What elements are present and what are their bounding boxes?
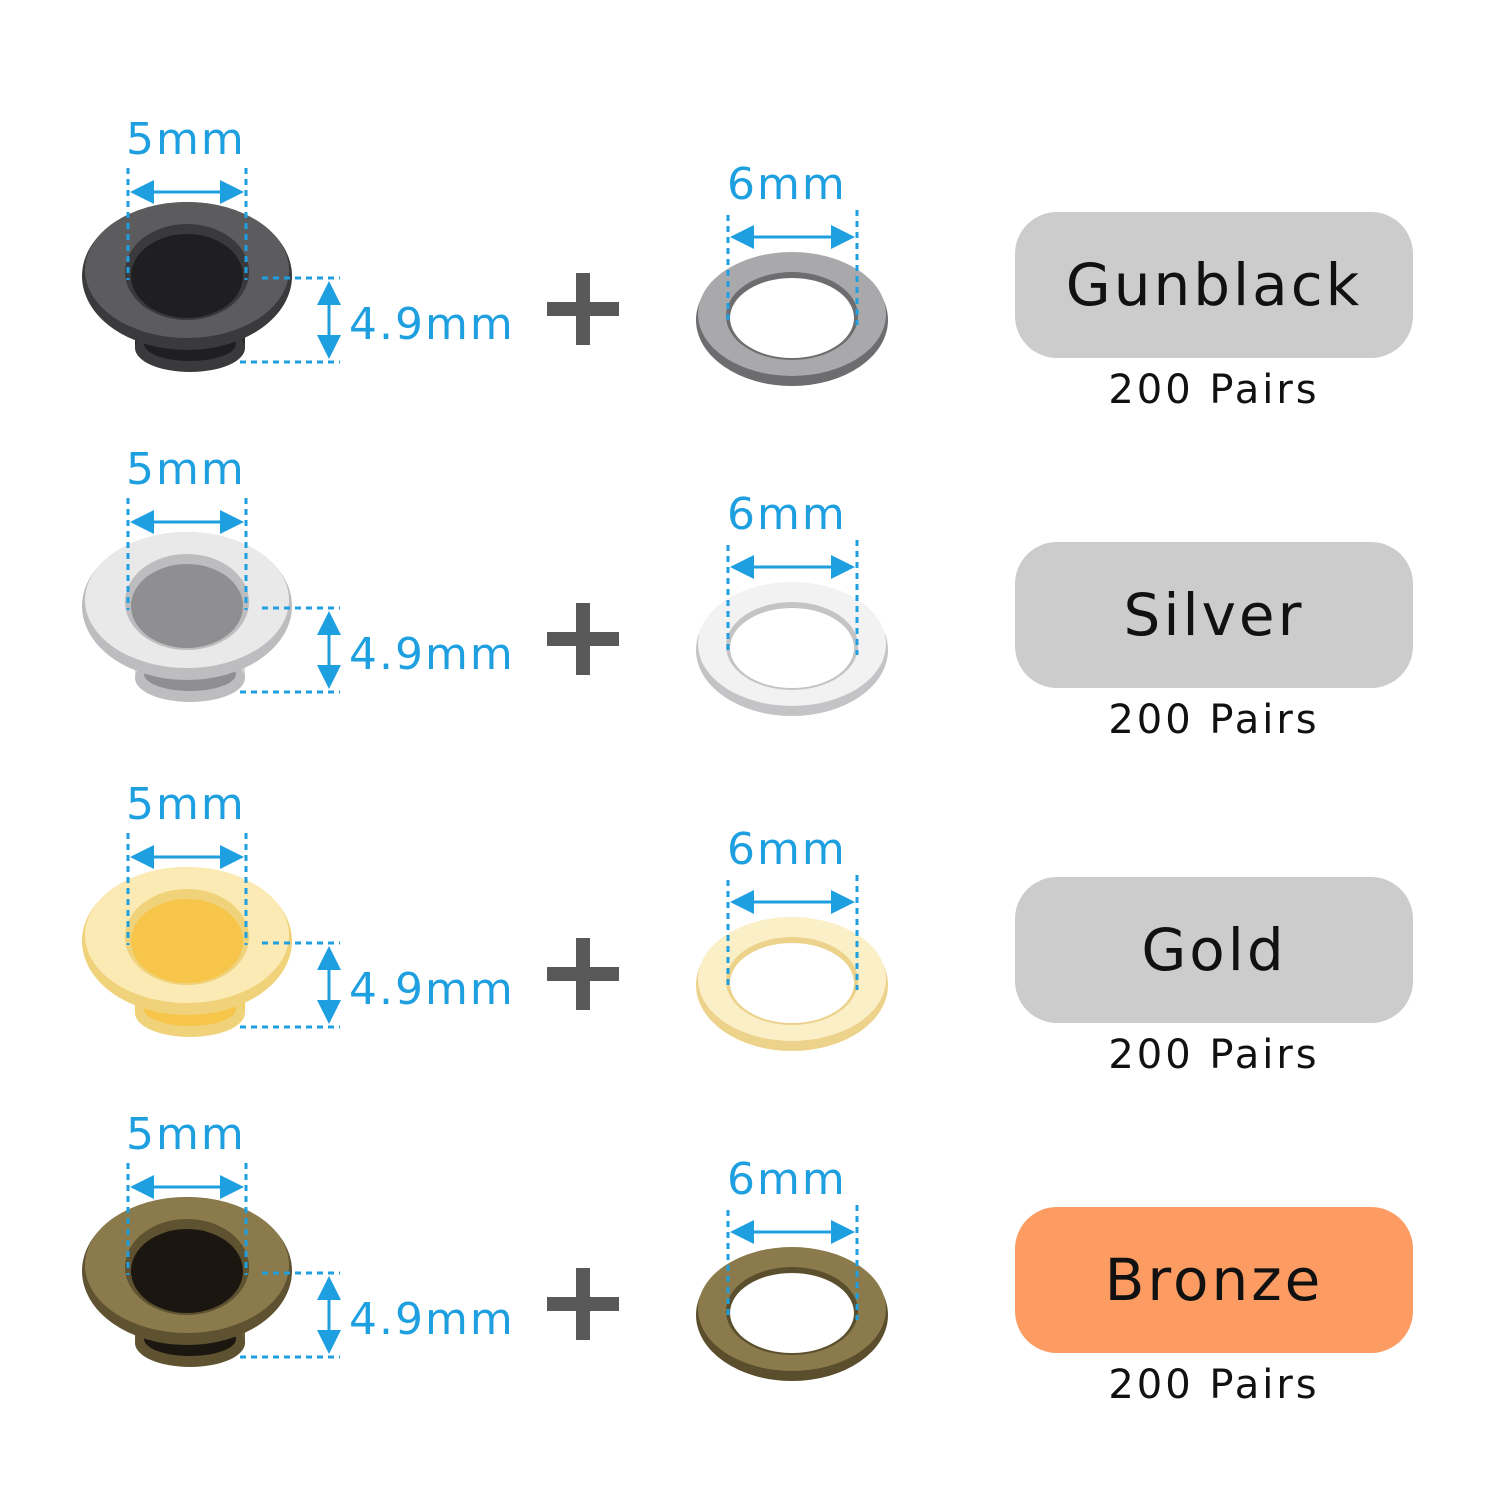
plus-icon <box>547 603 619 675</box>
eyelet-height-label: 4.9mm <box>349 629 515 680</box>
eyelet-icon <box>82 202 292 372</box>
finish-badge: Bronze <box>1015 1207 1413 1353</box>
washer-width-dimension <box>726 540 859 655</box>
eyelet-height-dimension <box>240 1271 341 1359</box>
row-graphic <box>82 833 888 1051</box>
washer-icon <box>696 582 888 716</box>
eyelet-width-dimension <box>126 168 248 280</box>
plus-icon <box>547 273 619 345</box>
washer-width-dimension <box>726 1205 859 1320</box>
washer-icon <box>696 1247 888 1381</box>
washer-inner-diameter-label: 6mm <box>727 824 847 875</box>
eyelet-icon <box>82 1197 292 1367</box>
eyelet-height-dimension <box>240 606 341 694</box>
row-graphic <box>82 1163 888 1381</box>
eyelet-width-dimension <box>126 498 248 610</box>
eyelet-width-dimension <box>126 1163 248 1275</box>
row-graphic <box>82 168 888 386</box>
eyelet-inner-diameter-label: 5mm <box>126 779 246 830</box>
eyelet-inner-diameter-label: 5mm <box>126 1109 246 1160</box>
washer-inner-diameter-label: 6mm <box>727 1154 847 1205</box>
washer-icon <box>696 917 888 1051</box>
washer-icon <box>696 252 888 386</box>
eyelet-height-dimension <box>240 276 341 364</box>
eyelet-inner-diameter-label: 5mm <box>126 444 246 495</box>
quantity-label: 200 Pairs <box>1108 697 1320 743</box>
washer-width-dimension <box>726 210 859 325</box>
eyelet-width-dimension <box>126 833 248 945</box>
finish-badge: Gold <box>1015 877 1413 1023</box>
washer-inner-diameter-label: 6mm <box>727 489 847 540</box>
plus-icon <box>547 938 619 1010</box>
row-graphic <box>82 498 888 716</box>
finish-badge: Silver <box>1015 542 1413 688</box>
eyelet-icon <box>82 867 292 1037</box>
quantity-label: 200 Pairs <box>1108 1032 1320 1078</box>
quantity-label: 200 Pairs <box>1108 367 1320 413</box>
eyelet-inner-diameter-label: 5mm <box>126 114 246 165</box>
eyelet-icon <box>82 532 292 702</box>
washer-inner-diameter-label: 6mm <box>727 159 847 210</box>
finish-badge: Gunblack <box>1015 212 1413 358</box>
washer-width-dimension <box>726 875 859 990</box>
eyelet-height-label: 4.9mm <box>349 1294 515 1345</box>
quantity-label: 200 Pairs <box>1108 1362 1320 1408</box>
eyelet-height-label: 4.9mm <box>349 964 515 1015</box>
plus-icon <box>547 1268 619 1340</box>
eyelet-height-label: 4.9mm <box>349 299 515 350</box>
eyelet-height-dimension <box>240 941 341 1029</box>
